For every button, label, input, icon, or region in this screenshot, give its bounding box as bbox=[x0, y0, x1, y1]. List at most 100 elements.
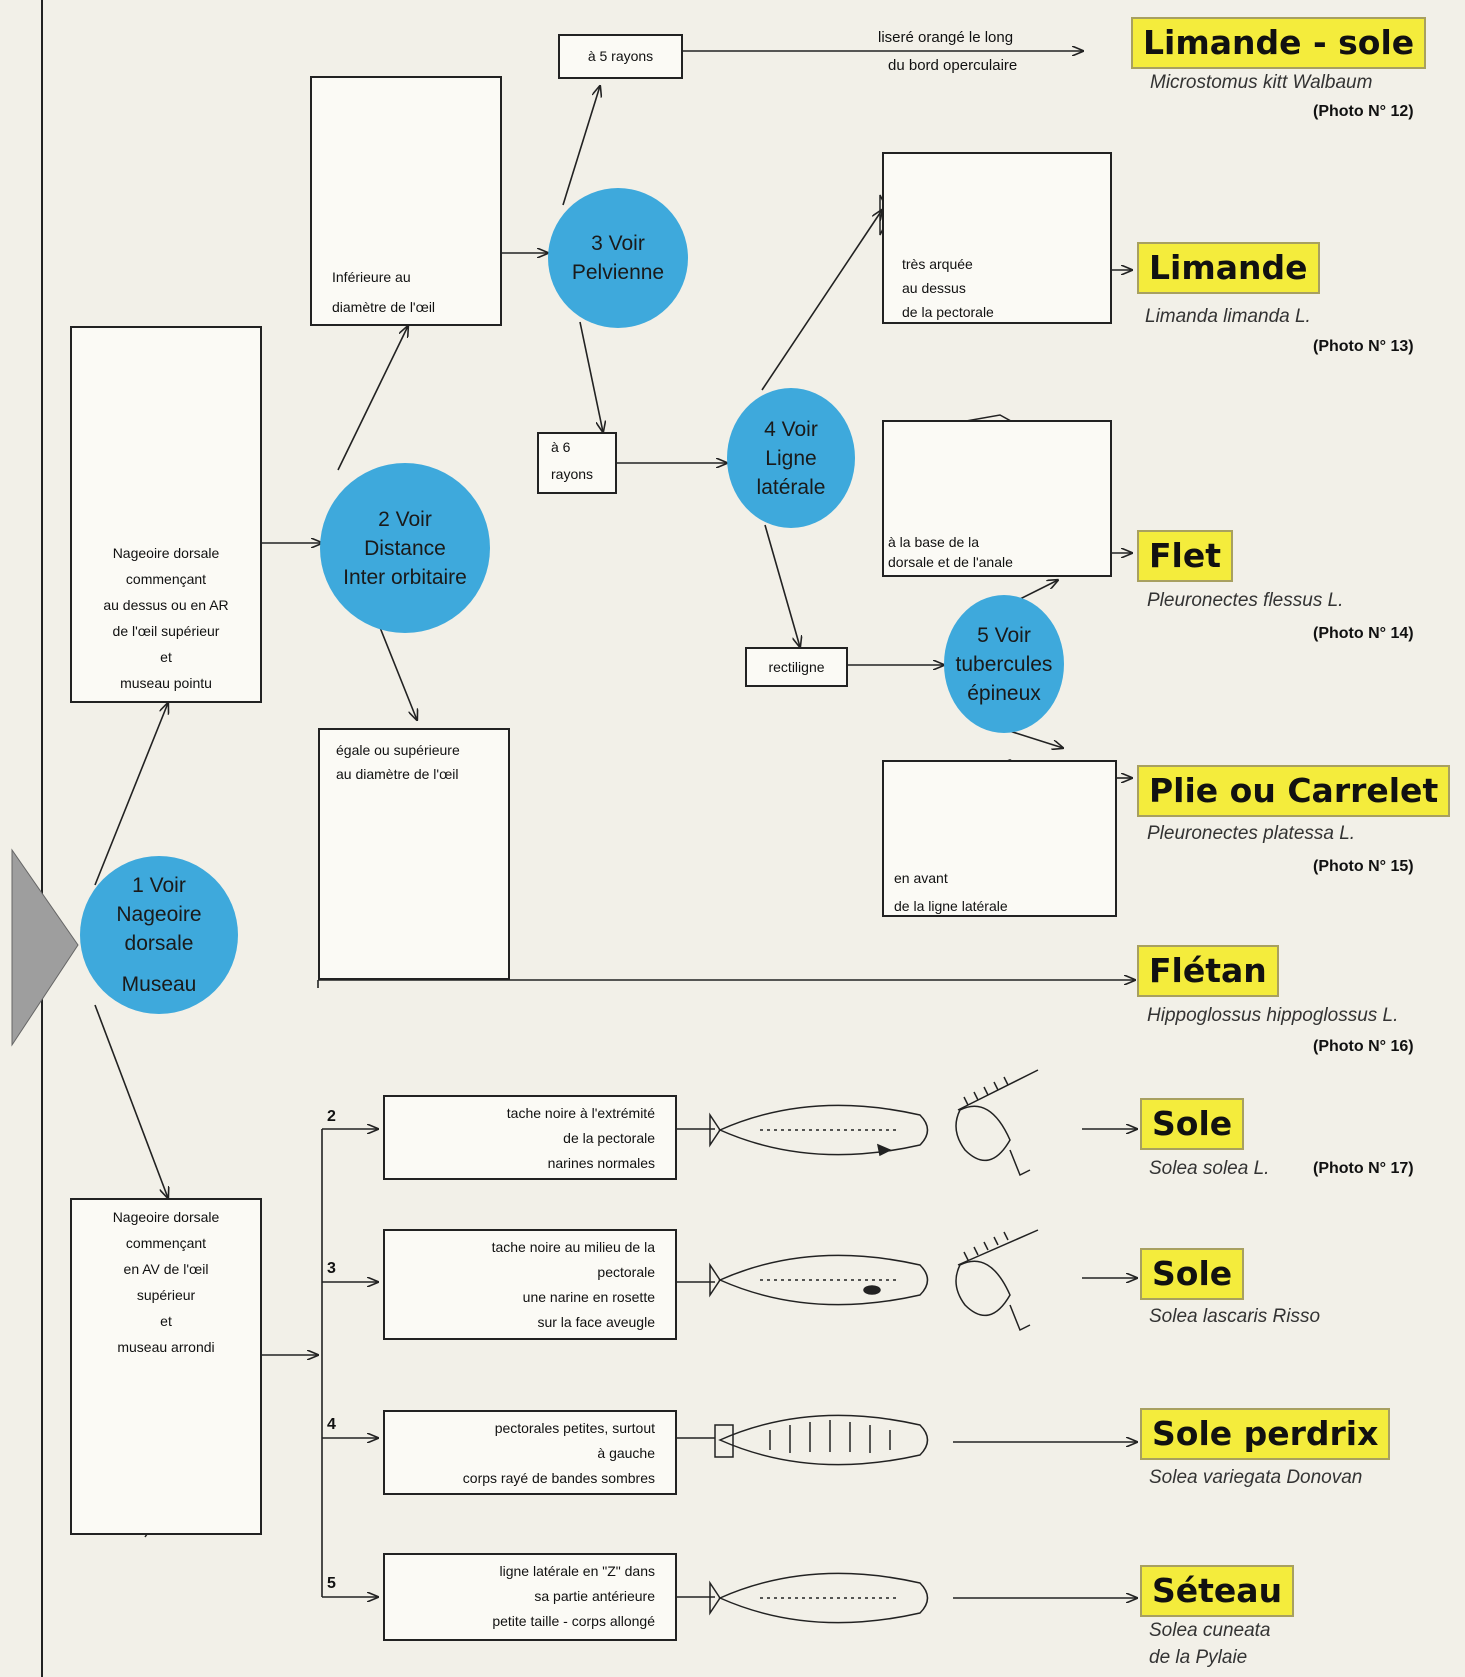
box-inferieure-line: diamètre de l'œil bbox=[332, 299, 436, 315]
species-label-fletan: Flétan bbox=[1137, 945, 1279, 997]
arrow-c3-rayons6 bbox=[579, 321, 603, 432]
box-sole-2-line: tache noire à l'extrémité bbox=[506, 1105, 655, 1121]
box-sole-3-line: sur la face aveugle bbox=[537, 1314, 655, 1330]
step-1-line-3: dorsale bbox=[124, 932, 194, 955]
branch-number-4: 4 bbox=[327, 1416, 336, 1433]
box-opercule: liseré orangé le long du bord operculair… bbox=[878, 24, 1017, 80]
box-sole-5-line: sa partie antérieure bbox=[534, 1588, 655, 1604]
species-label-sole-1: Sole bbox=[1140, 1098, 1245, 1150]
box-dorsal-av-line: Nageoire dorsale bbox=[112, 1209, 220, 1225]
box-rayons6-line: rayons bbox=[551, 466, 594, 482]
fish-outline-sole-1 bbox=[709, 1069, 1039, 1177]
step-1-line-2: Nageoire bbox=[116, 903, 202, 926]
box-sole-3-line: pectorale bbox=[597, 1264, 655, 1280]
step-3-circle: 3 Voir Pelvienne bbox=[548, 188, 688, 328]
step-5-line-2: tubercules bbox=[955, 652, 1053, 676]
species-label-flet: Flet bbox=[1137, 530, 1234, 582]
box-egale-line: égale ou supérieure bbox=[336, 742, 460, 758]
box-sole-5: ligne latérale en "Z" dans sa partie ant… bbox=[383, 1553, 677, 1641]
box-sole-4: pectorales petites, surtout à gauche cor… bbox=[383, 1410, 677, 1495]
step-5-line-1: 5 Voir bbox=[977, 623, 1031, 647]
box-sole-2: tache noire à l'extrémité de la pectoral… bbox=[383, 1095, 677, 1180]
step-1-circle: 1 Voir Nageoire dorsale Museau bbox=[80, 856, 238, 1014]
box-dorsal-av-line: commençant bbox=[125, 1235, 207, 1251]
species-label-sole-2: Sole bbox=[1140, 1248, 1245, 1300]
box-dorsal-av: Nageoire dorsale commençant en AV de l'œ… bbox=[70, 1198, 262, 1535]
opercule-line: du bord operculaire bbox=[888, 57, 1018, 74]
box-sole-3-line: une narine en rosette bbox=[522, 1289, 655, 1305]
species-latin-limande: Limanda limanda L. bbox=[1145, 306, 1311, 327]
start-triangle bbox=[11, 848, 79, 1047]
step-4-line-2: Ligne bbox=[765, 446, 817, 470]
box-rectiligne-text: rectiligne bbox=[768, 659, 825, 675]
box-sole-5-line: ligne latérale en "Z" dans bbox=[499, 1563, 655, 1579]
species-label-limande: Limande bbox=[1137, 242, 1320, 294]
species-latin-sole-perdrix: Solea variegata Donovan bbox=[1149, 1467, 1363, 1488]
step-5-line-3: épineux bbox=[967, 681, 1041, 705]
species-photo-ref-16: (Photo N° 16) bbox=[1313, 1038, 1414, 1055]
species-latin-plie: Pleuronectes platessa L. bbox=[1147, 823, 1356, 844]
box-rectiligne: rectiligne bbox=[745, 647, 848, 687]
species-latin-flet: Pleuronectes flessus L. bbox=[1147, 590, 1344, 611]
species-latin-sole-2: Solea lascaris Risso bbox=[1149, 1306, 1321, 1327]
box-dorsal-av-line: museau arrondi bbox=[117, 1339, 215, 1355]
box-base-dorsale-line: à la base de la bbox=[888, 534, 980, 550]
step-2-line-3: Inter orbitaire bbox=[343, 565, 467, 589]
box-sole-3: tache noire au milieu de la pectorale un… bbox=[383, 1229, 677, 1340]
species-latin-limande-sole: Microstomus kitt Walbaum bbox=[1150, 72, 1373, 93]
step-4-line-1: 4 Voir bbox=[764, 417, 818, 441]
fish-outline-sole-2 bbox=[709, 1229, 1039, 1332]
species-photo-ref-15: (Photo N° 15) bbox=[1313, 858, 1414, 875]
species-latin-sole-1: Solea solea L. bbox=[1149, 1158, 1270, 1179]
step-3-line-2: Pelvienne bbox=[571, 261, 665, 284]
box-base-dorsale: à la base de la dorsale et de l'anale bbox=[882, 420, 1112, 577]
species-latin-seteau-2: de la Pylaie bbox=[1149, 1647, 1248, 1668]
arrow-c3-rayons5 bbox=[562, 86, 600, 206]
box-en-avant: en avant de la ligne latérale bbox=[882, 760, 1117, 917]
step-2-line-1: 2 Voir bbox=[378, 507, 432, 531]
arrow-c2-inferieure bbox=[337, 326, 408, 471]
arrow-c1-dorsal-av bbox=[94, 1004, 168, 1198]
box-sole-4-line: pectorales petites, surtout bbox=[494, 1420, 655, 1436]
fish-outline-seteau bbox=[709, 1572, 929, 1624]
branch-number-5: 5 bbox=[327, 1575, 336, 1592]
species-photo-ref-14: (Photo N° 14) bbox=[1313, 625, 1414, 642]
branch-number-2: 2 bbox=[327, 1108, 336, 1125]
box-inferieure-line: Inférieure au bbox=[332, 269, 411, 285]
arrow-c4-rectiligne bbox=[764, 524, 800, 647]
step-1-line-1: 1 Voir bbox=[132, 874, 186, 897]
box-rayons6: à 6 rayons bbox=[537, 432, 617, 494]
species-photo-ref-13: (Photo N° 13) bbox=[1313, 338, 1414, 355]
fish-outline-sole-perdrix bbox=[714, 1414, 929, 1466]
species-latin-fletan: Hippoglossus hippoglossus L. bbox=[1147, 1005, 1399, 1026]
box-arquee: très arquée au dessus de la pectorale bbox=[882, 152, 1112, 324]
box-dorsal-ar-line: au dessus ou en AR bbox=[103, 597, 229, 613]
branch-number-3: 3 bbox=[327, 1260, 336, 1277]
box-dorsal-ar-line: de l'œil supérieur bbox=[112, 623, 220, 639]
arrow-c2-egale bbox=[374, 614, 417, 720]
opercule-line: liseré orangé le long bbox=[878, 29, 1014, 46]
species-latin-seteau: Solea cuneata bbox=[1149, 1620, 1271, 1641]
species-label-sole-perdrix: Sole perdrix bbox=[1140, 1408, 1391, 1460]
species-photo-ref-17: (Photo N° 17) bbox=[1313, 1160, 1414, 1177]
step-1-line-4: Museau bbox=[121, 973, 197, 996]
step-3-line-1: 3 Voir bbox=[591, 232, 645, 255]
box-dorsal-ar: Nageoire dorsale commençant au dessus ou… bbox=[70, 326, 262, 703]
arrow-c4-arquee bbox=[761, 210, 882, 391]
box-rayons5-text: à 5 rayons bbox=[587, 48, 654, 64]
box-dorsal-av-line: supérieur bbox=[136, 1287, 196, 1303]
box-egale: égale ou supérieure au diamètre de l'œil bbox=[318, 728, 510, 980]
box-dorsal-av-line: en AV de l'œil bbox=[123, 1261, 209, 1277]
box-sole-5-line: petite taille - corps allongé bbox=[492, 1613, 655, 1629]
box-egale-line: au diamètre de l'œil bbox=[336, 766, 459, 782]
species-photo-ref-12: (Photo N° 12) bbox=[1313, 103, 1414, 120]
box-sole-3-line: tache noire au milieu de la bbox=[491, 1239, 655, 1255]
step-2-line-2: Distance bbox=[364, 536, 446, 560]
box-dorsal-ar-line: museau pointu bbox=[120, 675, 212, 691]
box-rayons6-line: à 6 bbox=[551, 439, 571, 455]
box-sole-4-line: corps rayé de bandes sombres bbox=[462, 1470, 655, 1486]
box-dorsal-ar-line: Nageoire dorsale bbox=[112, 545, 220, 561]
species-label-limande-sole: Limande - sole bbox=[1131, 17, 1427, 69]
species-label-seteau: Séteau bbox=[1140, 1565, 1295, 1617]
step-4-circle: 4 Voir Ligne latérale bbox=[727, 388, 855, 528]
